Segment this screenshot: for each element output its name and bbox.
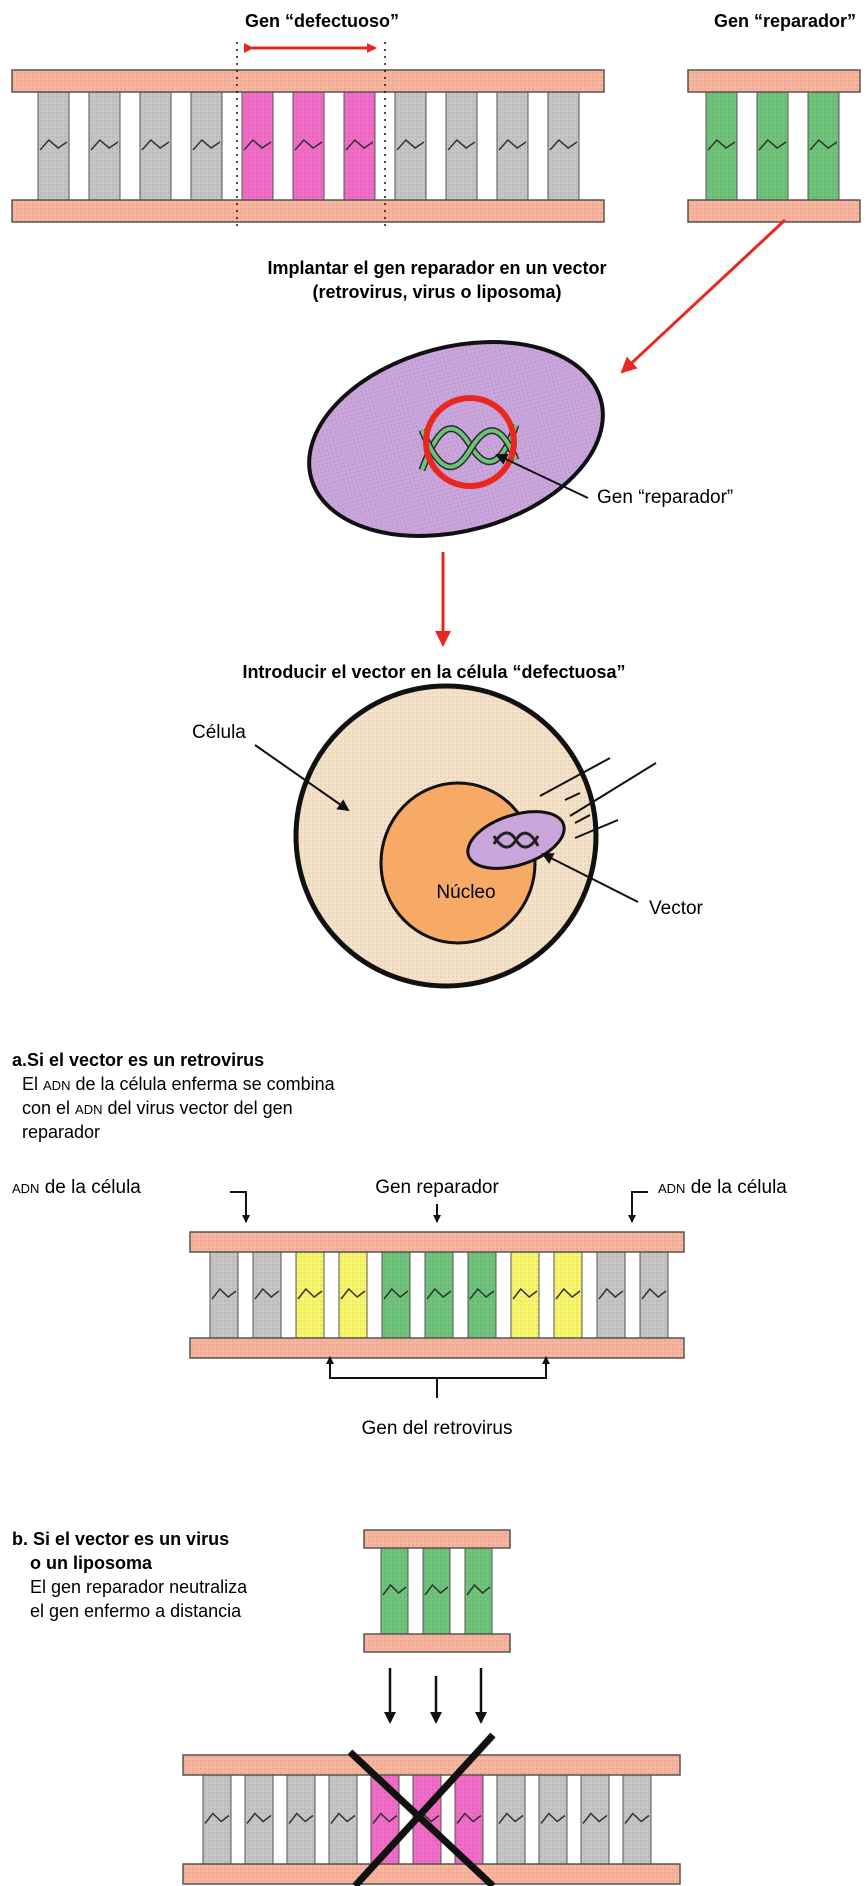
implant-text-line1: Implantar el gen reparador en un vector xyxy=(267,258,606,278)
repair-gene-label: Gen “reparador” xyxy=(714,11,856,31)
right-pointer xyxy=(632,1192,648,1222)
section-a-body-line1: El ADN de la célula enferma se combina xyxy=(22,1074,336,1094)
defective-gene-label: Gen “defectuoso” xyxy=(245,11,399,31)
cell-dna-label-right: ADN de la célula xyxy=(658,1177,787,1198)
cell-dna-label-left: ADN de la célula xyxy=(12,1177,141,1198)
section-b-title-line1: b. Si el vector es un virus xyxy=(12,1529,229,1549)
nucleus-label: Núcleo xyxy=(436,882,495,903)
section-a-body-line2: con el ADN del virus vector del gen xyxy=(22,1098,293,1118)
cell-label: Célula xyxy=(192,722,246,743)
section-b-body-line2: el gen enfermo a distancia xyxy=(30,1601,242,1621)
vector-liposome xyxy=(287,311,624,566)
defective-dna-strand xyxy=(12,70,604,222)
retrovirus-gene-label: Gen del retrovirus xyxy=(361,1418,512,1439)
vector-gene-label: Gen “reparador” xyxy=(597,487,733,508)
section-b-title-line2: o un liposoma xyxy=(30,1553,153,1573)
vector-label: Vector xyxy=(649,898,704,919)
disabled-dna-strand xyxy=(183,1755,680,1884)
retrovirus-bracket xyxy=(330,1357,546,1378)
to-vector-arrow xyxy=(622,220,785,372)
repair-gene-center-label: Gen reparador xyxy=(375,1177,499,1198)
recombined-dna-strand xyxy=(190,1232,684,1358)
repair-gene-strand-b xyxy=(364,1530,510,1652)
left-pointer xyxy=(230,1192,246,1222)
implant-text-line2: (retrovirus, virus o liposoma) xyxy=(312,282,561,302)
section-a-title: a.Si el vector es un retrovirus xyxy=(12,1050,264,1070)
repair-gene-strand xyxy=(688,70,860,222)
section-a-body-line3: reparador xyxy=(22,1122,100,1142)
introduce-text: Introducir el vector en la célula “defec… xyxy=(242,662,625,682)
section-b-body-line1: El gen reparador neutraliza xyxy=(30,1577,248,1597)
